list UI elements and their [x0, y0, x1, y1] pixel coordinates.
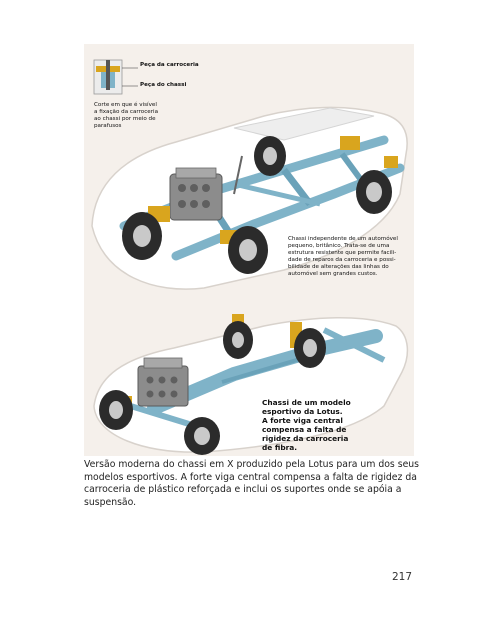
rear-left-wheel [254, 136, 286, 176]
lotus-front-right-wheel [184, 417, 220, 455]
rear-right-wheel [356, 170, 392, 214]
front-left-wheel [122, 212, 162, 260]
lotus-chassis-drawing [93, 314, 409, 455]
lotus-chassis-panel: Chassi de um modelo esportivo da Lotus. … [84, 296, 414, 456]
body-part-label: Peça da carroceria [140, 62, 199, 68]
small-british-chassis-drawing [91, 59, 408, 290]
mounting-cross-section-inset [93, 59, 123, 95]
lotus-rear-left-wheel [223, 321, 253, 359]
lotus-front-left-wheel [99, 390, 133, 430]
chassis-illustration: Peça da carroceria Peça do chassi Corte … [84, 44, 414, 456]
front-right-wheel [228, 226, 268, 274]
lotus-rear-right-wheel [294, 328, 326, 368]
page-number: 217 [392, 571, 413, 583]
figure-caption: Versão moderna do chassi em X produzido … [84, 459, 420, 508]
lotus-chassis-label: Chassi de um modelo esportivo da Lotus. … [262, 398, 351, 452]
chassis-part-label: Peça do chassi [140, 82, 187, 88]
cross-section-label: Corte em que é visível a fixação da carr… [94, 102, 159, 129]
small-british-car-chassis-panel: Peça da carroceria Peça do chassi Corte … [84, 44, 414, 296]
independent-chassis-label: Chassi independente de um automóvel pequ… [288, 236, 398, 277]
